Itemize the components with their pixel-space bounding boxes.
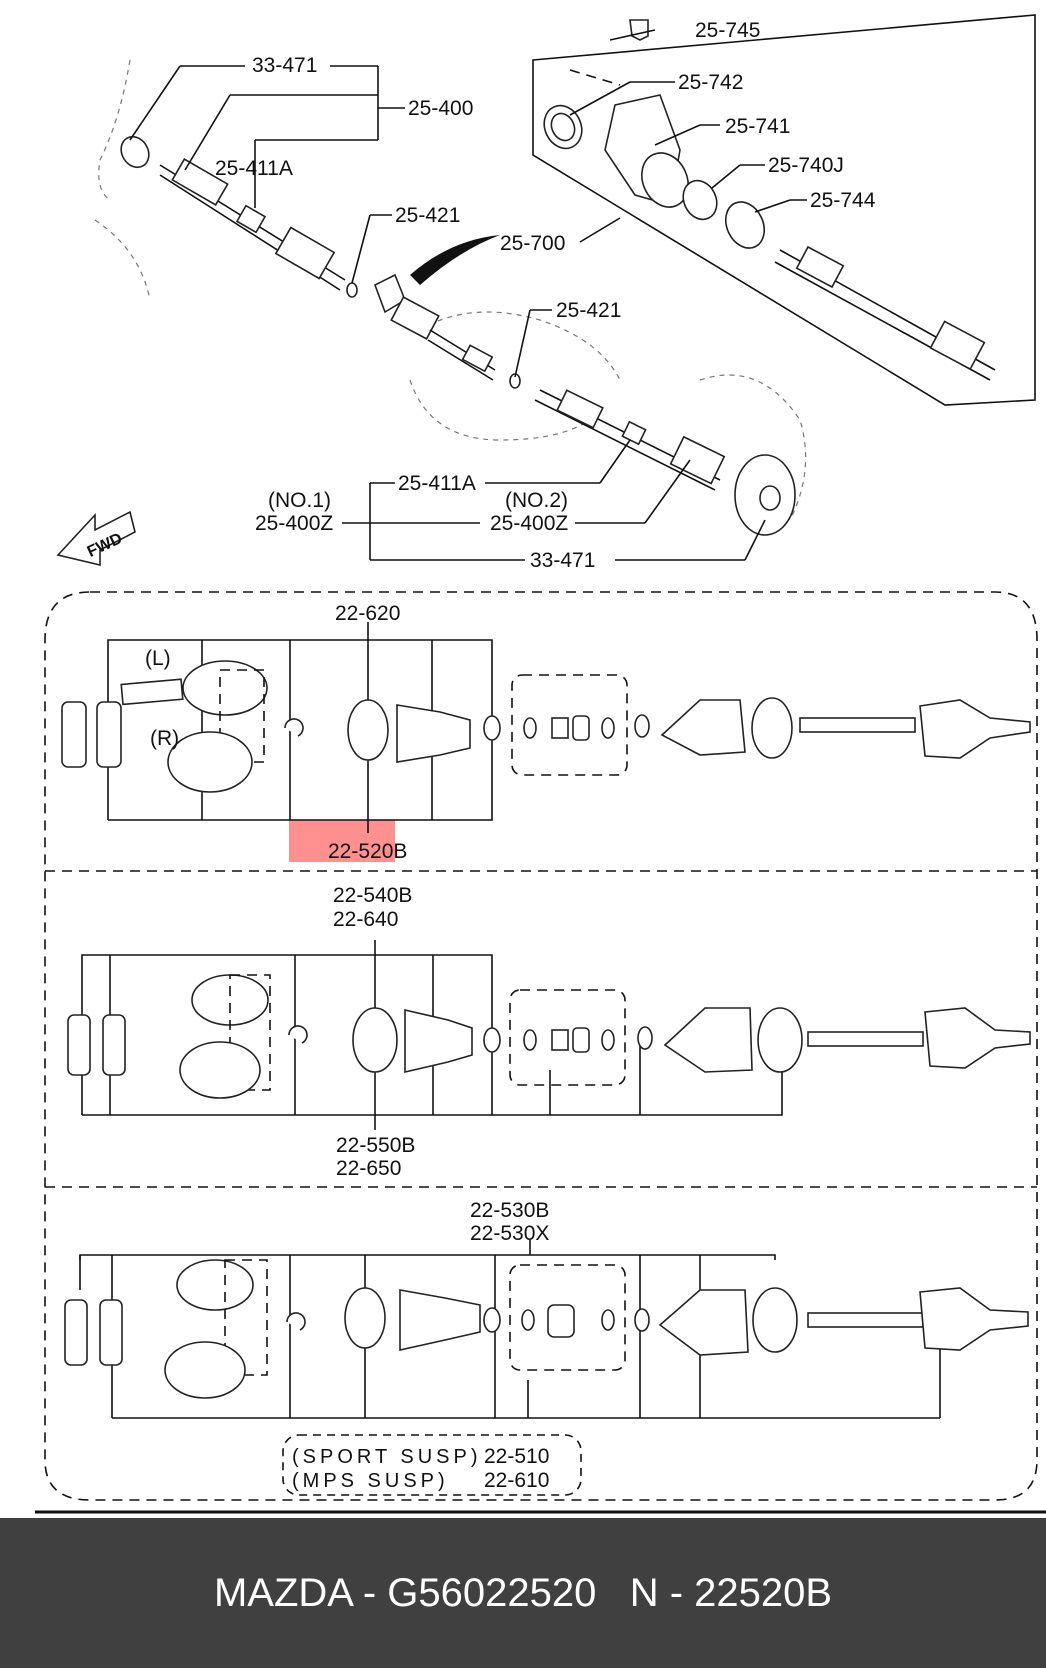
label-22-520b[interactable]: 22-520B [328, 840, 407, 863]
label-25-411a-top: 25-411A [215, 157, 293, 180]
label-25-744: 25-744 [810, 189, 876, 212]
center-joint-drawing [374, 235, 621, 441]
label-22-540b: 22-540B [333, 884, 412, 907]
label-25-740j: 25-740J [768, 154, 844, 177]
label-25-745: 25-745 [695, 19, 760, 42]
label-22-640: 22-640 [333, 908, 398, 931]
label-22-550b: 22-550B [336, 1134, 415, 1157]
label-25-400z-no2: 25-400Z [490, 512, 568, 535]
label-22-530x: 22-530X [470, 1222, 549, 1245]
part-number-caption: MAZDA - G56022520 N - 22520B [213, 1570, 833, 1615]
fwd-arrow-icon: FWD [56, 510, 136, 567]
label-22-650: 22-650 [336, 1157, 401, 1180]
part-22-520b-highlight[interactable] [289, 820, 395, 862]
note-mps-susp: (MPS SUSP) [292, 1470, 449, 1492]
note-sport-susp: (SPORT SUSP) [292, 1446, 482, 1468]
bearing-bracket-inset [532, 14, 1036, 406]
label-33-471-top: 33-471 [252, 54, 317, 77]
top-leader-lines [129, 29, 807, 561]
label-25-741: 25-741 [725, 115, 790, 138]
tag-left-joint: (L) [145, 647, 171, 670]
label-25-411a-bottom: 25-411A [398, 472, 476, 495]
kit-variants-frame [44, 591, 1038, 1501]
left-drive-shaft-drawing [94, 59, 358, 301]
label-25-421-center: 25-421 [556, 299, 621, 322]
tag-right-joint: (R) [150, 727, 179, 750]
label-22-510: 22-510 [484, 1445, 549, 1468]
section-1-kit: 22-620 22-520B (L) (R) [61, 602, 1031, 863]
label-33-471-bottom: 33-471 [530, 549, 595, 572]
section-3-kit: 22-530B 22-530X (SPORT SUSP) 22-510 (MPS… [64, 1199, 1029, 1496]
label-22-530b: 22-530B [470, 1199, 549, 1222]
label-25-700: 25-700 [500, 232, 565, 255]
parts-diagram: FWD 33-471 [35, 14, 1046, 1514]
label-22-620: 22-620 [335, 602, 400, 625]
right-drive-shaft-drawing [534, 374, 807, 536]
caption-bar: MAZDA - G56022520 N - 22520B [0, 1518, 1046, 1668]
label-25-400: 25-400 [408, 97, 473, 120]
label-no1: (NO.1) [268, 489, 331, 512]
label-25-742: 25-742 [678, 71, 743, 94]
label-25-421-top: 25-421 [395, 204, 460, 227]
label-no2: (NO.2) [505, 489, 568, 512]
section-2-kit: 22-540B 22-640 22-550B 22-650 [67, 884, 1031, 1180]
label-22-610: 22-610 [484, 1469, 549, 1492]
label-25-400z-no1: 25-400Z [255, 512, 333, 535]
